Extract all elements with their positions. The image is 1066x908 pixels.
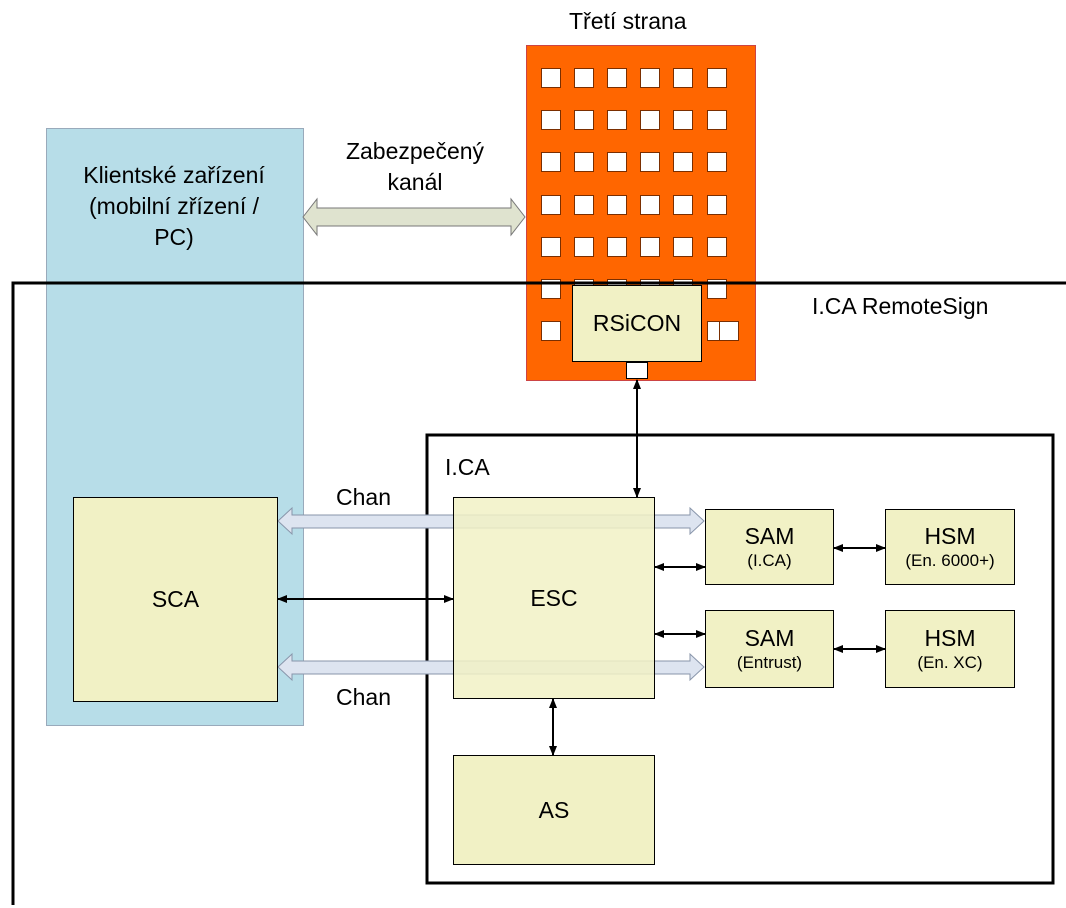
building-window bbox=[574, 195, 594, 215]
secure-channel-line2: kanál bbox=[387, 169, 443, 195]
sam-ica-box: SAM (I.CA) bbox=[705, 509, 834, 585]
ica-zone-frame bbox=[425, 433, 1055, 885]
building-window bbox=[607, 110, 627, 130]
client-device-line2: (mobilní zřízení / bbox=[89, 193, 259, 219]
sam-entrust-box: SAM (Entrust) bbox=[705, 610, 834, 688]
ica-zone-label: I.CA bbox=[445, 454, 490, 480]
building-window bbox=[541, 68, 561, 88]
building-window bbox=[541, 195, 561, 215]
building-window bbox=[707, 195, 727, 215]
rsicon-connector-gap bbox=[626, 362, 648, 379]
building-window bbox=[607, 237, 627, 257]
building-window bbox=[640, 152, 660, 172]
building-window bbox=[707, 68, 727, 88]
client-device-line3: PC) bbox=[154, 224, 194, 250]
sam-entrust-sub: (Entrust) bbox=[736, 652, 803, 672]
building-window bbox=[607, 152, 627, 172]
building-window bbox=[707, 237, 727, 257]
channel-top-label: Chan bbox=[336, 484, 391, 510]
as-label: AS bbox=[538, 796, 570, 823]
building-window bbox=[640, 68, 660, 88]
hsm-2-box: HSM (En. XC) bbox=[885, 610, 1015, 688]
building-window bbox=[607, 195, 627, 215]
building-window bbox=[673, 195, 693, 215]
building-window bbox=[574, 237, 594, 257]
hsm-2-label: HSM bbox=[924, 625, 976, 651]
as-box: AS bbox=[453, 755, 655, 865]
rsicon-label: RSiCON bbox=[592, 310, 682, 336]
rsicon-box: RSiCON bbox=[572, 285, 702, 362]
client-device-line1: Klientské zařízení bbox=[83, 162, 265, 188]
sam-ica-sub: (I.CA) bbox=[747, 550, 792, 570]
building-window bbox=[707, 152, 727, 172]
building-window bbox=[673, 152, 693, 172]
building-window bbox=[673, 237, 693, 257]
building-window bbox=[541, 237, 561, 257]
hsm-2-sub: (En. XC) bbox=[917, 652, 983, 672]
building-window bbox=[574, 110, 594, 130]
hsm-1-label: HSM bbox=[924, 523, 976, 549]
remote-sign-boundary bbox=[11, 281, 1066, 905]
building-window bbox=[640, 110, 660, 130]
sca-label: SCA bbox=[151, 586, 200, 612]
hsm-1-box: HSM (En. 6000+) bbox=[885, 509, 1015, 585]
building-window bbox=[640, 195, 660, 215]
channel-bottom-label: Chan bbox=[336, 684, 391, 710]
building-window bbox=[640, 237, 660, 257]
secure-channel-label: Zabezpečený kanál bbox=[325, 136, 505, 198]
secure-channel-arrow bbox=[302, 197, 526, 237]
hsm-1-sub: (En. 6000+) bbox=[905, 550, 995, 570]
building-window bbox=[719, 321, 739, 341]
building-window bbox=[607, 68, 627, 88]
secure-channel-line1: Zabezpečený bbox=[345, 138, 485, 164]
building-window bbox=[541, 110, 561, 130]
remote-sign-label: I.CA RemoteSign bbox=[812, 293, 989, 319]
sam-ica-label: SAM bbox=[744, 523, 795, 549]
sam-entrust-label: SAM bbox=[744, 625, 795, 651]
client-device-label: Klientské zařízení (mobilní zřízení / PC… bbox=[46, 160, 302, 253]
building-window bbox=[673, 68, 693, 88]
sca-box: SCA bbox=[73, 497, 278, 702]
building-window bbox=[541, 152, 561, 172]
building-window bbox=[574, 152, 594, 172]
esc-box: ESC bbox=[453, 497, 655, 699]
building-window bbox=[673, 110, 693, 130]
building-window bbox=[574, 68, 594, 88]
third-party-label: Třetí strana bbox=[569, 8, 687, 34]
esc-label: ESC bbox=[530, 584, 578, 611]
building-window bbox=[541, 321, 561, 341]
building-window bbox=[707, 110, 727, 130]
